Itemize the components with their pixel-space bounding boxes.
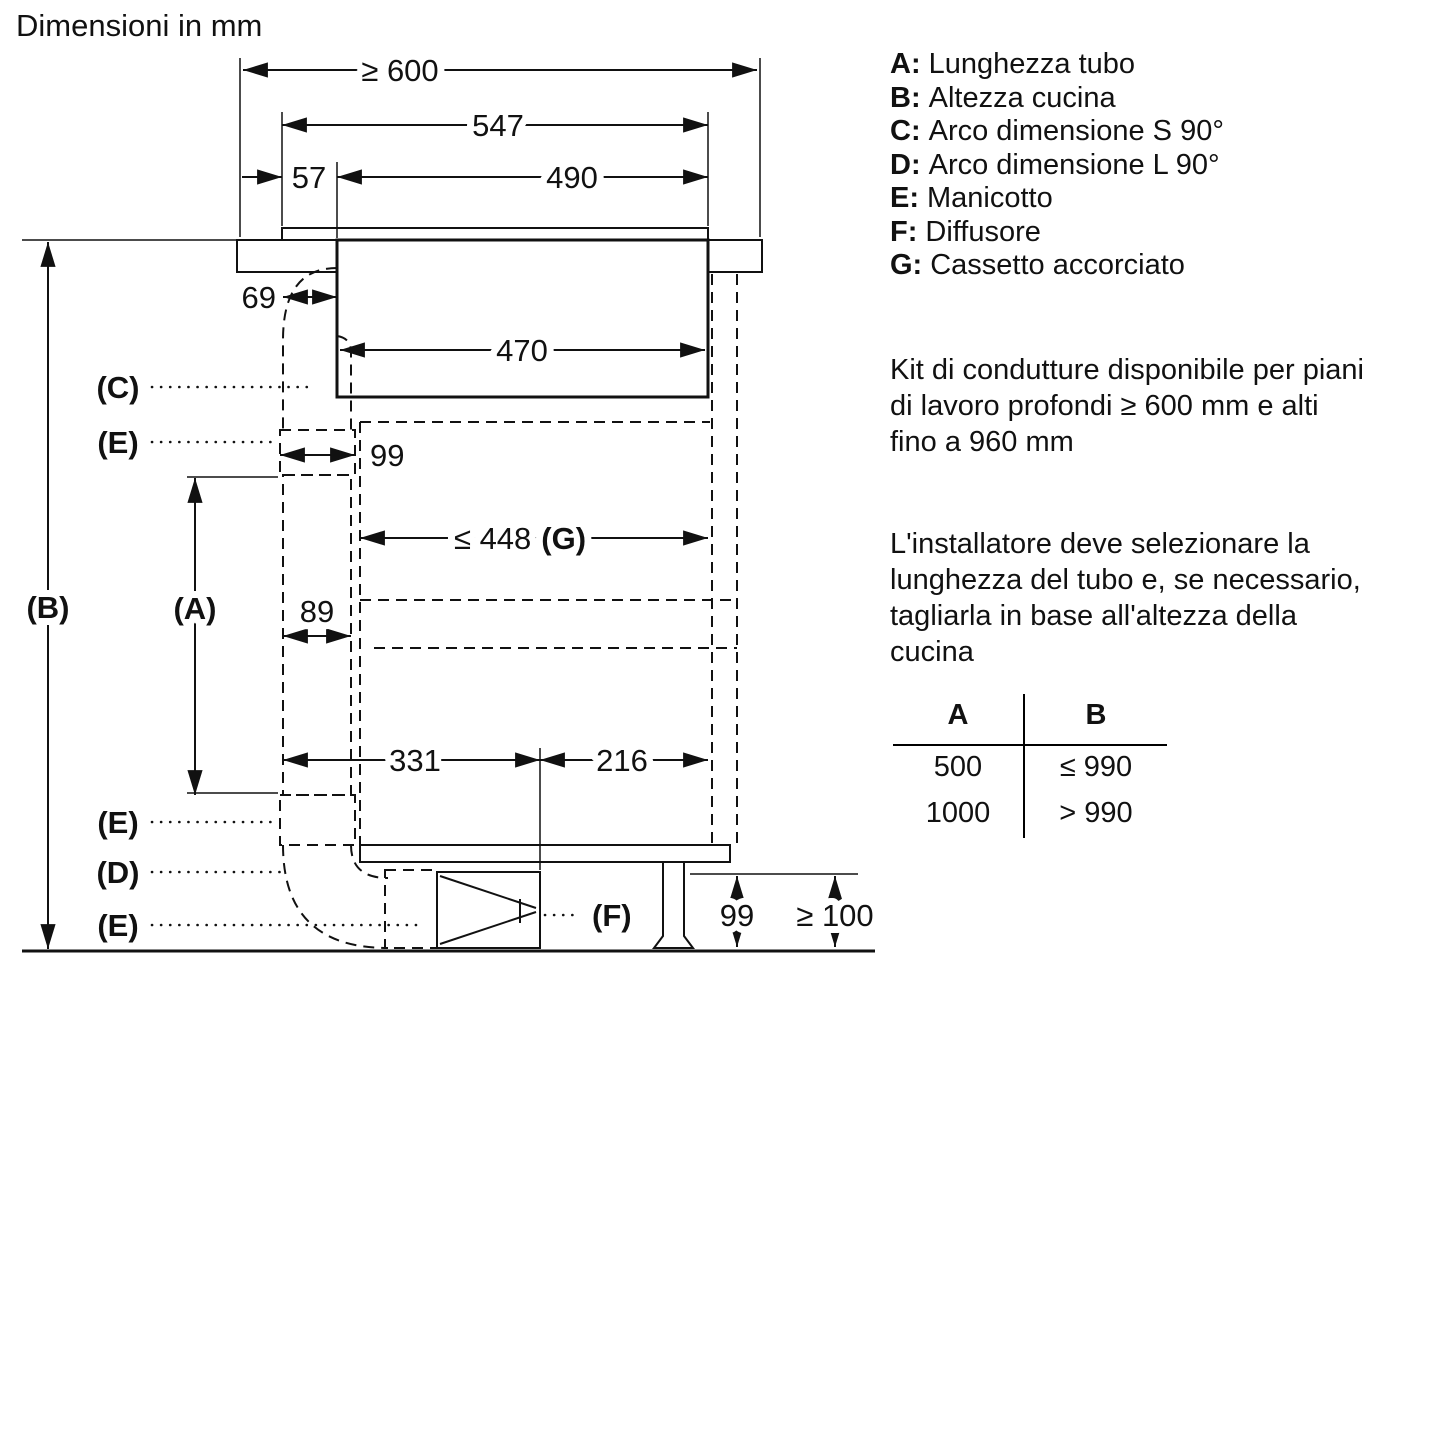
legend-item-b: B:Altezza cucina (890, 82, 1224, 116)
dim-front-offset: 57 (292, 160, 326, 195)
table-header-b: B (1025, 694, 1167, 746)
dimension-lines (40, 62, 843, 949)
table-cell: 500 (893, 746, 1025, 792)
legend-item-f: F:Diffusore (890, 216, 1224, 250)
label-e-lower: (E) (97, 805, 138, 840)
legend-item-e: E:Manicotto (890, 182, 1224, 216)
legend-key: B: (890, 81, 921, 114)
table-cell: ≤ 990 (1059, 751, 1133, 783)
dim-duct-offset: 69 (242, 280, 276, 315)
legend-item-c: C:Arco dimensione S 90° (890, 115, 1224, 149)
dim-hob-inner: 470 (496, 333, 548, 368)
tube-length-table: A B 500 ≤ 990 1000 > 990 (893, 694, 1167, 838)
leader-lines (150, 385, 582, 927)
legend-label: Lunghezza tubo (928, 48, 1136, 80)
worktop-rear-section (707, 239, 763, 273)
sleeve-horizontal (384, 869, 438, 949)
hob-glass (281, 227, 709, 241)
legend-key: G: (890, 249, 923, 281)
label-f: (F) (592, 898, 632, 933)
label-c: (C) (96, 370, 139, 405)
duct-run-dashed (279, 267, 738, 949)
cabinet-bottom-shelf (359, 844, 731, 863)
legend-label: Altezza cucina (928, 81, 1116, 114)
page-title: Dimensioni in mm (16, 8, 263, 43)
dimension-labels: ≥ 600 547 57 490 69 470 99 ≤ 448(G) 89 3… (19, 46, 880, 950)
legend-key: E: (890, 182, 919, 214)
dim-sleeve-width: 99 (370, 438, 404, 473)
sleeve-upper (279, 429, 356, 476)
extension-lines (187, 58, 858, 875)
dim-plinth-clearance: ≥ 100 (796, 898, 873, 933)
legend-key: C: (890, 115, 921, 147)
dim-dist-back: 216 (596, 743, 648, 778)
dim-cutout-width: 490 (546, 160, 598, 195)
label-a: (A) (173, 591, 216, 626)
legend-label: Cassetto accorciato (930, 249, 1185, 281)
legend-key: A: (890, 48, 921, 80)
table-cell: > 990 (1059, 797, 1133, 829)
cabinet-leg (652, 862, 695, 949)
worktop-front-section (236, 239, 338, 273)
legend-item-g: G:Cassetto accorciato (890, 249, 1224, 283)
lower-bend-inner (350, 844, 389, 879)
dim-top-depth: ≥ 600 (361, 53, 438, 88)
legend-label: Diffusore (925, 215, 1041, 248)
legend-label: Arco dimensione L 90° (928, 148, 1220, 181)
upper-bend-outer (282, 267, 338, 430)
legend: A:Lunghezza tubo B:Altezza cucina C:Arco… (890, 48, 1224, 283)
table-cell: 1000 (893, 792, 1025, 838)
structure (22, 227, 875, 953)
legend-item-d: D:Arco dimensione L 90° (890, 149, 1224, 183)
lower-bend-outer (282, 844, 389, 949)
dim-dist-front: 331 (389, 743, 441, 778)
legend-item-a: A:Lunghezza tubo (890, 48, 1224, 82)
label-e-horizontal: (E) (97, 908, 138, 943)
label-e-upper: (E) (97, 425, 138, 460)
diffuser-vane (439, 911, 537, 945)
legend-key: F: (890, 215, 918, 248)
sleeve-lower (279, 794, 356, 846)
diffuser-vane (439, 875, 537, 909)
dim-plinth-duct-height: 99 (720, 898, 754, 933)
table-header-a: A (893, 694, 1025, 746)
label-b: (B) (26, 590, 69, 625)
label-d: (D) (96, 855, 139, 890)
note-duct-kit: Kit di condutture disponibile per piani … (890, 354, 1364, 458)
hob-body (335, 238, 710, 399)
diffuser-box (436, 871, 541, 949)
legend-label: Arco dimensione S 90° (928, 115, 1224, 147)
label-g: (G) (541, 521, 586, 556)
dim-drawer-max: ≤ 448(G) (454, 521, 586, 556)
legend-label: Manicotto (927, 182, 1053, 214)
legend-key: D: (890, 148, 921, 181)
note-installer: L'installatore deve selezionare la lungh… (890, 528, 1361, 668)
dim-duct-width: 89 (300, 594, 334, 629)
dim-hob-width: 547 (472, 108, 524, 143)
